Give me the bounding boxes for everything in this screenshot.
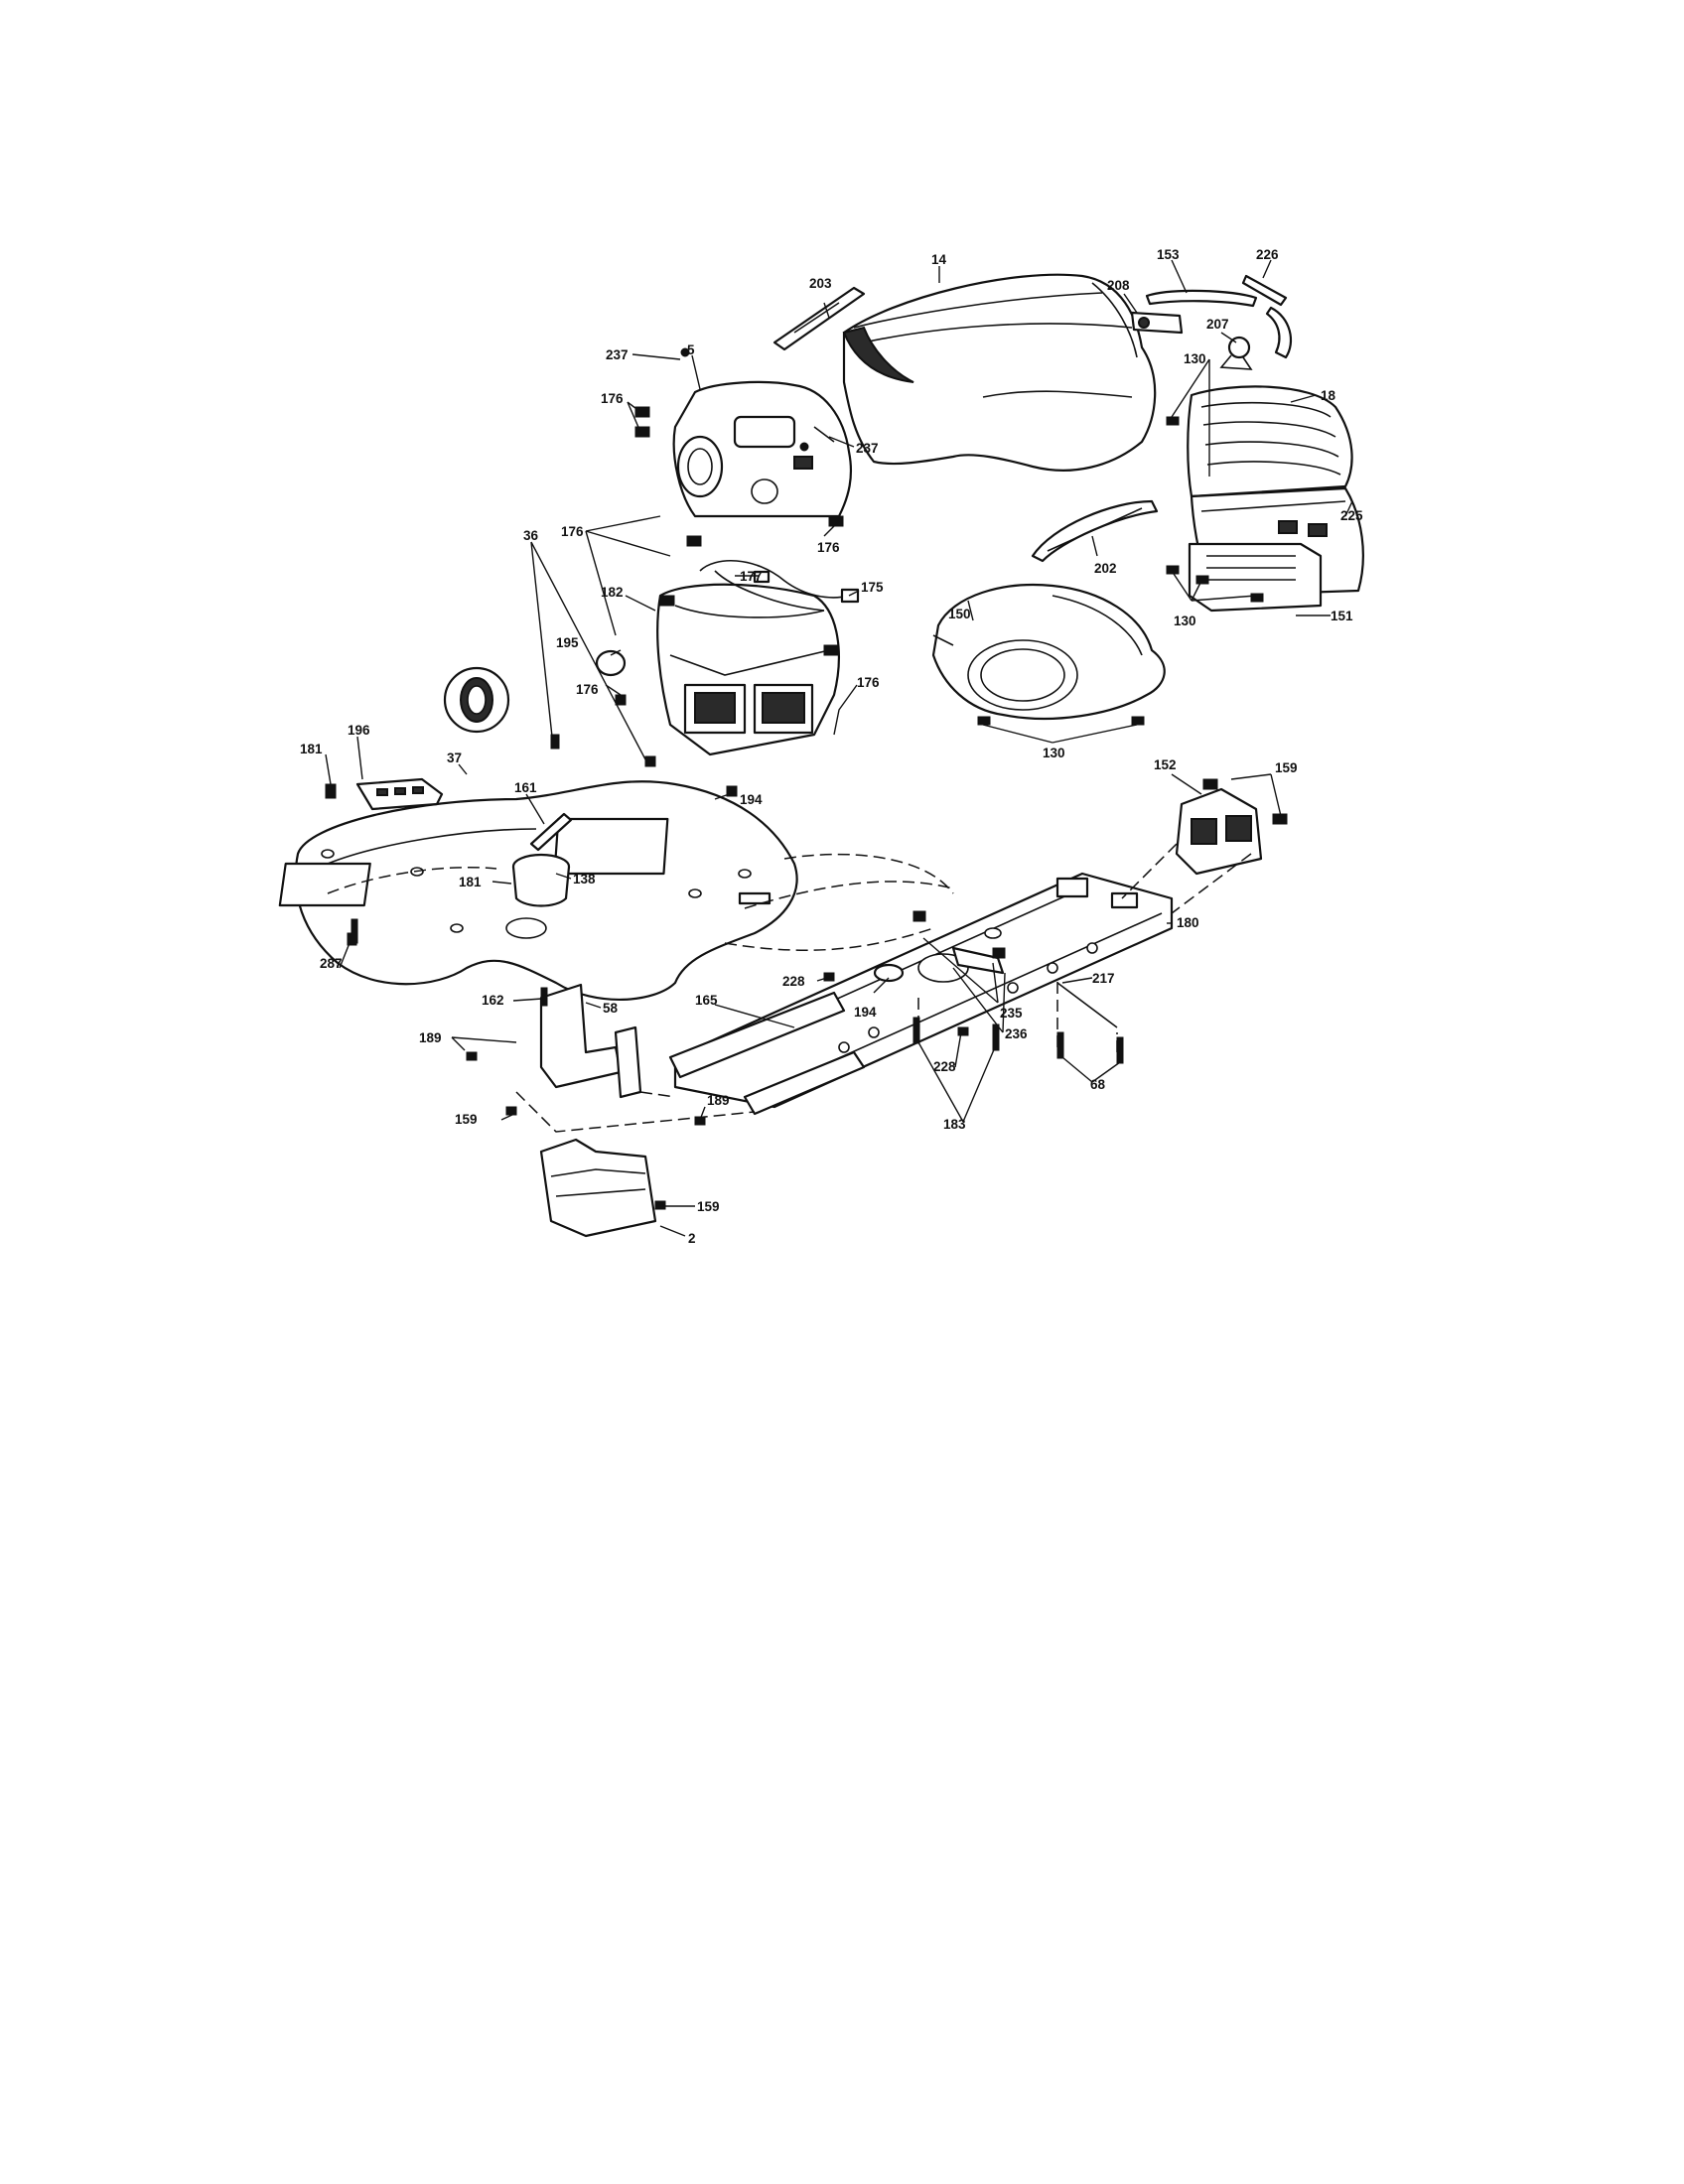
dash-upper-5 — [672, 380, 853, 518]
callout-182: 182 — [601, 585, 624, 600]
plug-195 — [595, 649, 627, 677]
callout-130-a: 130 — [1184, 351, 1206, 366]
callout-2: 2 — [688, 1231, 696, 1246]
hood-trim-203 — [772, 286, 866, 351]
seat-bracket-161 — [529, 812, 573, 852]
callout-175: 175 — [861, 580, 884, 595]
callout-217: 217 — [1092, 971, 1115, 986]
callout-130-b: 130 — [1174, 614, 1196, 628]
callout-236: 236 — [1005, 1026, 1028, 1041]
callout-18: 18 — [1321, 388, 1336, 403]
callout-235: 235 — [1000, 1006, 1023, 1021]
dash-console-182 — [656, 583, 840, 756]
grille-insert-153 — [1145, 289, 1258, 308]
callout-36: 36 — [523, 528, 539, 543]
decal-panel-196 — [355, 777, 444, 811]
callout-176-e: 176 — [857, 675, 880, 690]
callout-203: 203 — [809, 276, 832, 291]
headlight-bulb-207 — [1219, 336, 1253, 370]
callout-150: 150 — [948, 607, 971, 621]
callout-161: 161 — [514, 780, 537, 795]
fasteners — [325, 347, 1288, 1210]
callout-195: 195 — [556, 635, 579, 650]
callout-207: 207 — [1206, 317, 1229, 332]
callout-225: 225 — [1340, 508, 1363, 523]
callout-176-a: 176 — [601, 391, 624, 406]
blower-housing-150 — [931, 584, 1166, 720]
callout-58: 58 — [603, 1001, 619, 1016]
callout-208: 208 — [1107, 278, 1130, 293]
grille-18 — [1187, 385, 1353, 498]
callout-287: 287 — [320, 956, 343, 971]
frame-plate-165 — [668, 991, 866, 1116]
callout-228-a: 228 — [782, 974, 805, 989]
headlight-lens-208 — [1130, 311, 1184, 335]
callout-180: 180 — [1177, 915, 1199, 930]
callout-176-c: 176 — [817, 540, 840, 555]
callout-181-b: 181 — [459, 875, 482, 889]
callout-37: 37 — [447, 751, 462, 765]
callout-159-a: 159 — [1275, 760, 1298, 775]
callout-194-b: 194 — [854, 1005, 877, 1020]
callout-165: 165 — [695, 993, 718, 1008]
callout-151: 151 — [1331, 609, 1353, 623]
bracket-58 — [539, 983, 642, 1099]
callout-labels: 14 203 153 226 208 207 18 237 5 176 237 … — [300, 247, 1363, 1246]
callout-5: 5 — [687, 342, 695, 357]
callout-237-top: 237 — [606, 347, 629, 362]
assembly-dashed-lines — [515, 843, 1252, 1133]
callout-68: 68 — [1090, 1077, 1106, 1092]
callout-130-c: 130 — [1043, 746, 1065, 760]
callout-14: 14 — [931, 252, 947, 267]
hood-part — [842, 273, 1157, 472]
callout-176-d: 176 — [576, 682, 599, 697]
emblem-226 — [1241, 274, 1293, 359]
callout-159-b: 159 — [455, 1112, 478, 1127]
callout-152: 152 — [1154, 757, 1177, 772]
callout-162: 162 — [482, 993, 504, 1008]
fuel-cap-138 — [511, 853, 571, 907]
callout-202: 202 — [1094, 561, 1117, 576]
deflector-202 — [1031, 499, 1159, 563]
callout-189-b: 189 — [707, 1093, 730, 1108]
grille-bracket-151 — [1188, 542, 1323, 613]
callout-181-a: 181 — [300, 742, 323, 756]
detail-inset-grommet — [443, 666, 510, 734]
callout-196: 196 — [348, 723, 370, 738]
callout-177: 177 — [740, 569, 763, 584]
callout-189-a: 189 — [419, 1030, 442, 1045]
callout-228-b: 228 — [933, 1059, 956, 1074]
callout-183: 183 — [943, 1117, 966, 1132]
leader-lines — [325, 259, 1353, 1237]
pedal-shaft-235 — [873, 946, 1005, 983]
rear-bracket-152 — [1175, 787, 1263, 876]
callout-159-c: 159 — [697, 1199, 720, 1214]
callout-176-b: 176 — [561, 524, 584, 539]
callout-153: 153 — [1157, 247, 1180, 262]
callout-194-a: 194 — [740, 792, 763, 807]
callout-226: 226 — [1256, 247, 1279, 262]
rod-217 — [1056, 982, 1118, 1028]
callout-138: 138 — [573, 872, 596, 887]
bracket-2 — [539, 1138, 657, 1238]
callout-237-right: 237 — [856, 441, 879, 456]
